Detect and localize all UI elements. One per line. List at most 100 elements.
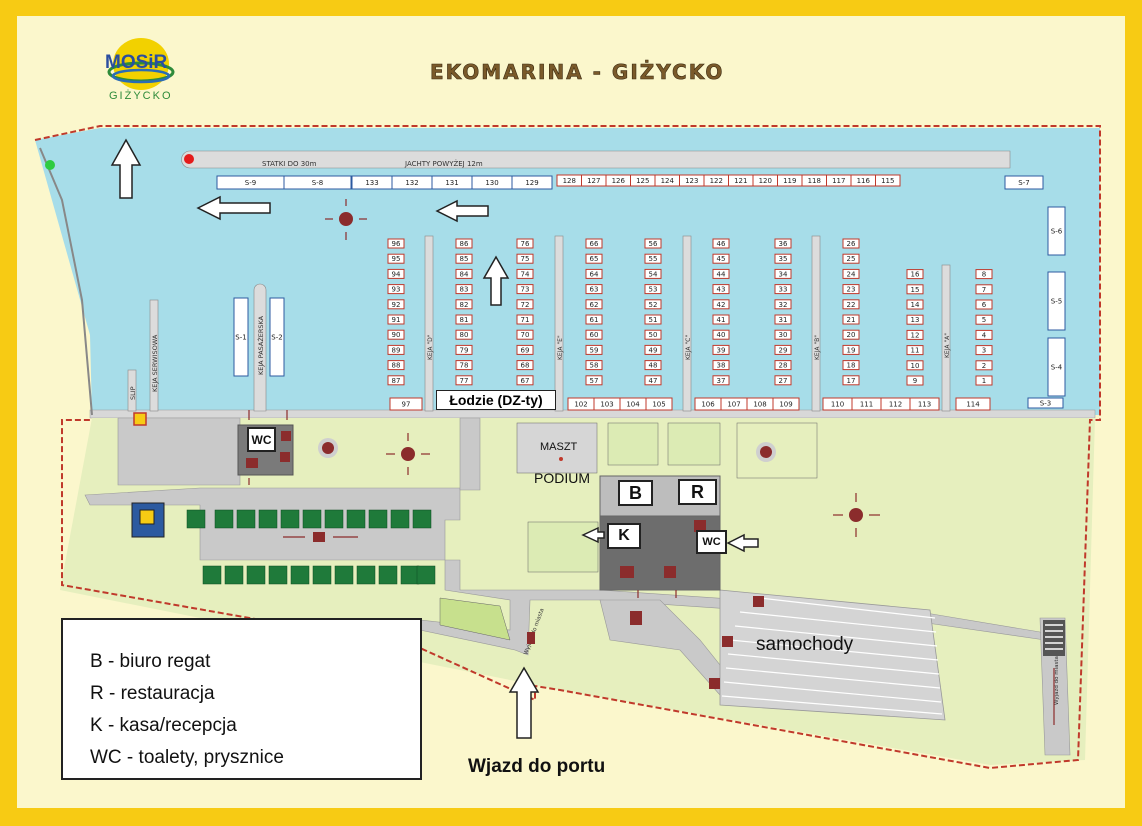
berth-label-S-3: S-3	[1040, 400, 1051, 408]
car-wash-icon	[313, 532, 325, 542]
berth-22	[842, 299, 860, 310]
berth-label-81: 81	[460, 316, 469, 324]
piers	[127, 235, 951, 412]
berth-label-S-8: S-8	[312, 179, 323, 187]
berth-61	[585, 314, 603, 325]
building-icon-1	[620, 566, 634, 578]
berth-109	[772, 397, 800, 411]
berth-83	[455, 284, 473, 295]
berth-label-57: 57	[590, 377, 599, 385]
berth-label-109: 109	[779, 401, 792, 409]
berth-9	[906, 375, 924, 386]
berth-1	[975, 375, 993, 386]
berth-77	[455, 375, 473, 386]
logo-city: GIŻYCKO	[109, 90, 173, 102]
berth-114	[955, 397, 991, 411]
berth-label-66: 66	[590, 240, 599, 248]
berth-label-116: 116	[857, 177, 871, 185]
direction-arrows	[110, 138, 759, 739]
top-pier	[181, 150, 1011, 169]
berth-label-54: 54	[649, 270, 658, 278]
berth-31	[774, 314, 792, 325]
berth-21	[842, 314, 860, 325]
berth-54	[644, 268, 662, 279]
legend-item-k: K - kasa/recepcja	[90, 715, 237, 736]
mosir-logo: MOSiR GIŻYCKO	[93, 32, 183, 112]
berth-16	[906, 269, 924, 280]
berth-label-71: 71	[521, 316, 530, 324]
berth-93	[387, 284, 405, 295]
arrow-left-wc	[726, 533, 759, 553]
berth-label-94: 94	[392, 270, 401, 278]
berth-92	[387, 299, 405, 310]
berth-S-1	[233, 297, 249, 377]
berth-label-76: 76	[521, 240, 530, 248]
berth-36	[774, 238, 792, 249]
label-wjazd: Wjazd do portu	[468, 756, 606, 777]
berth-40	[712, 329, 730, 340]
berth-label-9: 9	[913, 377, 917, 385]
berth-label-80: 80	[460, 331, 469, 339]
berth-label-96: 96	[392, 240, 401, 248]
berth-41	[712, 314, 730, 325]
berth-label-6: 6	[982, 301, 987, 309]
berth-S-4	[1047, 337, 1066, 397]
berth-66	[585, 238, 603, 249]
berth-57	[585, 375, 603, 386]
label-maszt: MASZT	[540, 441, 578, 453]
berth-7	[975, 284, 993, 295]
berth-label-24: 24	[847, 270, 856, 278]
berth-label-120: 120	[759, 177, 772, 185]
berth-label-73: 73	[521, 286, 530, 294]
berth-label-42: 42	[717, 301, 726, 309]
berth-label-34: 34	[779, 270, 788, 278]
berth-label-49: 49	[649, 346, 658, 354]
berth-label-111: 111	[860, 401, 873, 409]
crosswalk	[1043, 620, 1065, 656]
traffic-icon-2	[401, 447, 415, 461]
berth-51	[644, 314, 662, 325]
berth-label-92: 92	[392, 301, 401, 309]
label-samochody: samochody	[756, 634, 854, 655]
arrow-left-1	[196, 195, 271, 221]
berth-label-133: 133	[365, 179, 378, 187]
berth-label-18: 18	[847, 362, 856, 370]
berth-64	[585, 268, 603, 279]
berth-label-48: 48	[649, 362, 658, 370]
label-keja-a: KEJA "A"	[944, 333, 951, 358]
berth-S-6	[1047, 206, 1066, 256]
berth-label-82: 82	[460, 301, 469, 309]
berth-80	[455, 329, 473, 340]
berth-79	[455, 344, 473, 355]
berth-73	[516, 284, 534, 295]
berth-label-10: 10	[911, 362, 920, 370]
parking-icon-3	[709, 678, 720, 689]
berth-S-2	[269, 297, 285, 377]
berth-label-8: 8	[982, 271, 986, 279]
berth-label-130: 130	[485, 179, 498, 187]
pier-light-green	[45, 160, 55, 170]
berth-label-46: 46	[717, 240, 726, 248]
berth-label-59: 59	[590, 346, 599, 354]
building-icon-2	[664, 566, 676, 578]
berth-39	[712, 344, 730, 355]
berth-label-14: 14	[911, 301, 920, 309]
berth-89	[387, 344, 405, 355]
berth-label-127: 127	[587, 177, 600, 185]
parking-icon-1	[753, 596, 764, 607]
berth-label-117: 117	[832, 177, 845, 185]
parking-icon-4	[630, 611, 642, 625]
berth-label-61: 61	[590, 316, 599, 324]
berth-label-2: 2	[982, 362, 986, 370]
berth-label-67: 67	[521, 377, 530, 385]
berth-67	[516, 375, 534, 386]
berth-S-3	[1027, 397, 1064, 409]
label-podium: PODIUM	[534, 470, 590, 486]
berth-label-72: 72	[521, 301, 530, 309]
berth-label-115: 115	[881, 177, 894, 185]
berth-14	[906, 299, 924, 310]
berth-81	[455, 314, 473, 325]
berth-63	[585, 284, 603, 295]
berth-113	[909, 397, 940, 411]
